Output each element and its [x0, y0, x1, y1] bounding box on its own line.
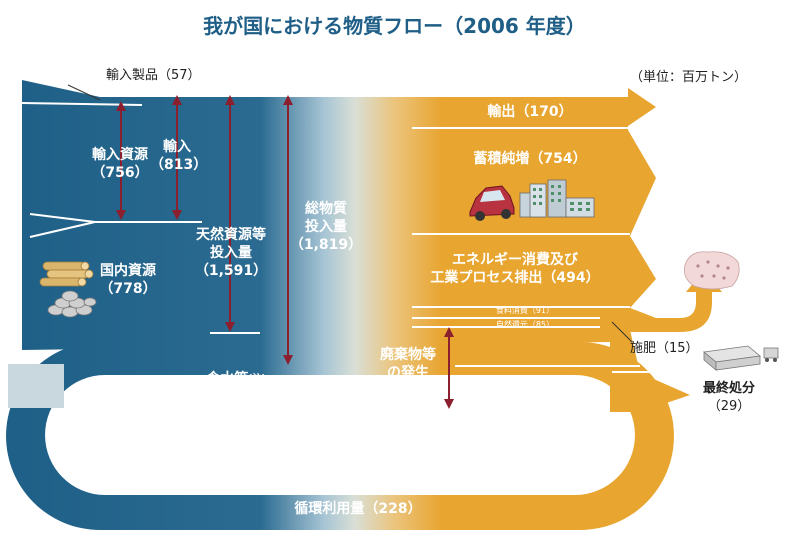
water-etc-label: 含水等(注) （290）	[206, 371, 266, 405]
timber-pile-icon	[39, 261, 94, 287]
page-title: 我が国における物質フロー（2006 年度）	[203, 14, 586, 38]
exports-label: 輸出（170）	[487, 104, 573, 120]
food-consumption-label: 食料消費（91）	[495, 306, 555, 315]
measure-arrows	[116, 95, 454, 409]
waste-generation-label: 廃棄物等 の発生 （583）	[379, 347, 437, 399]
water-inflow	[8, 364, 64, 408]
fertilized-field-icon	[684, 251, 740, 290]
buildings-icon	[519, 179, 595, 218]
import-resources-label: 輸入資源 （756）	[91, 147, 149, 181]
main-flow-body	[22, 80, 690, 412]
recycling-loop	[6, 342, 674, 530]
output-separators	[412, 127, 650, 373]
car-icon	[469, 185, 515, 221]
fertilizer-arrow	[600, 270, 722, 332]
unit-label: （単位：百万トン）	[630, 70, 748, 85]
stone-pile-icon	[47, 290, 97, 318]
net-accumulation-label: 蓄積純増（754）	[473, 151, 587, 167]
landfill-icon	[703, 345, 779, 371]
natural-resources-input-label: 天然資源等 投入量 （1,591）	[194, 227, 268, 279]
import-products-leader	[67, 84, 101, 101]
final-disposal-label: 最終処分 （29）	[702, 381, 755, 414]
total-material-input-label: 総物質 投入量 （1,819）	[289, 201, 363, 253]
volume-reduction-label: 減量化（241）	[488, 383, 588, 399]
natural-reduction-label: 自然還元（85）	[495, 320, 555, 329]
imports-label: 輸入 （813）	[150, 139, 208, 173]
recycling-label: 循環利用量（228）	[294, 501, 422, 517]
import-products-label: 輸入製品（57）	[106, 68, 201, 83]
fertilizer-leader	[611, 321, 633, 343]
energy-consumption-label: エネルギー消費及び 工業プロセス排出（494）	[430, 252, 600, 286]
fertilizer-label: 施肥（15）	[630, 341, 699, 356]
domestic-resources-label: 国内資源 （778）	[99, 263, 157, 297]
